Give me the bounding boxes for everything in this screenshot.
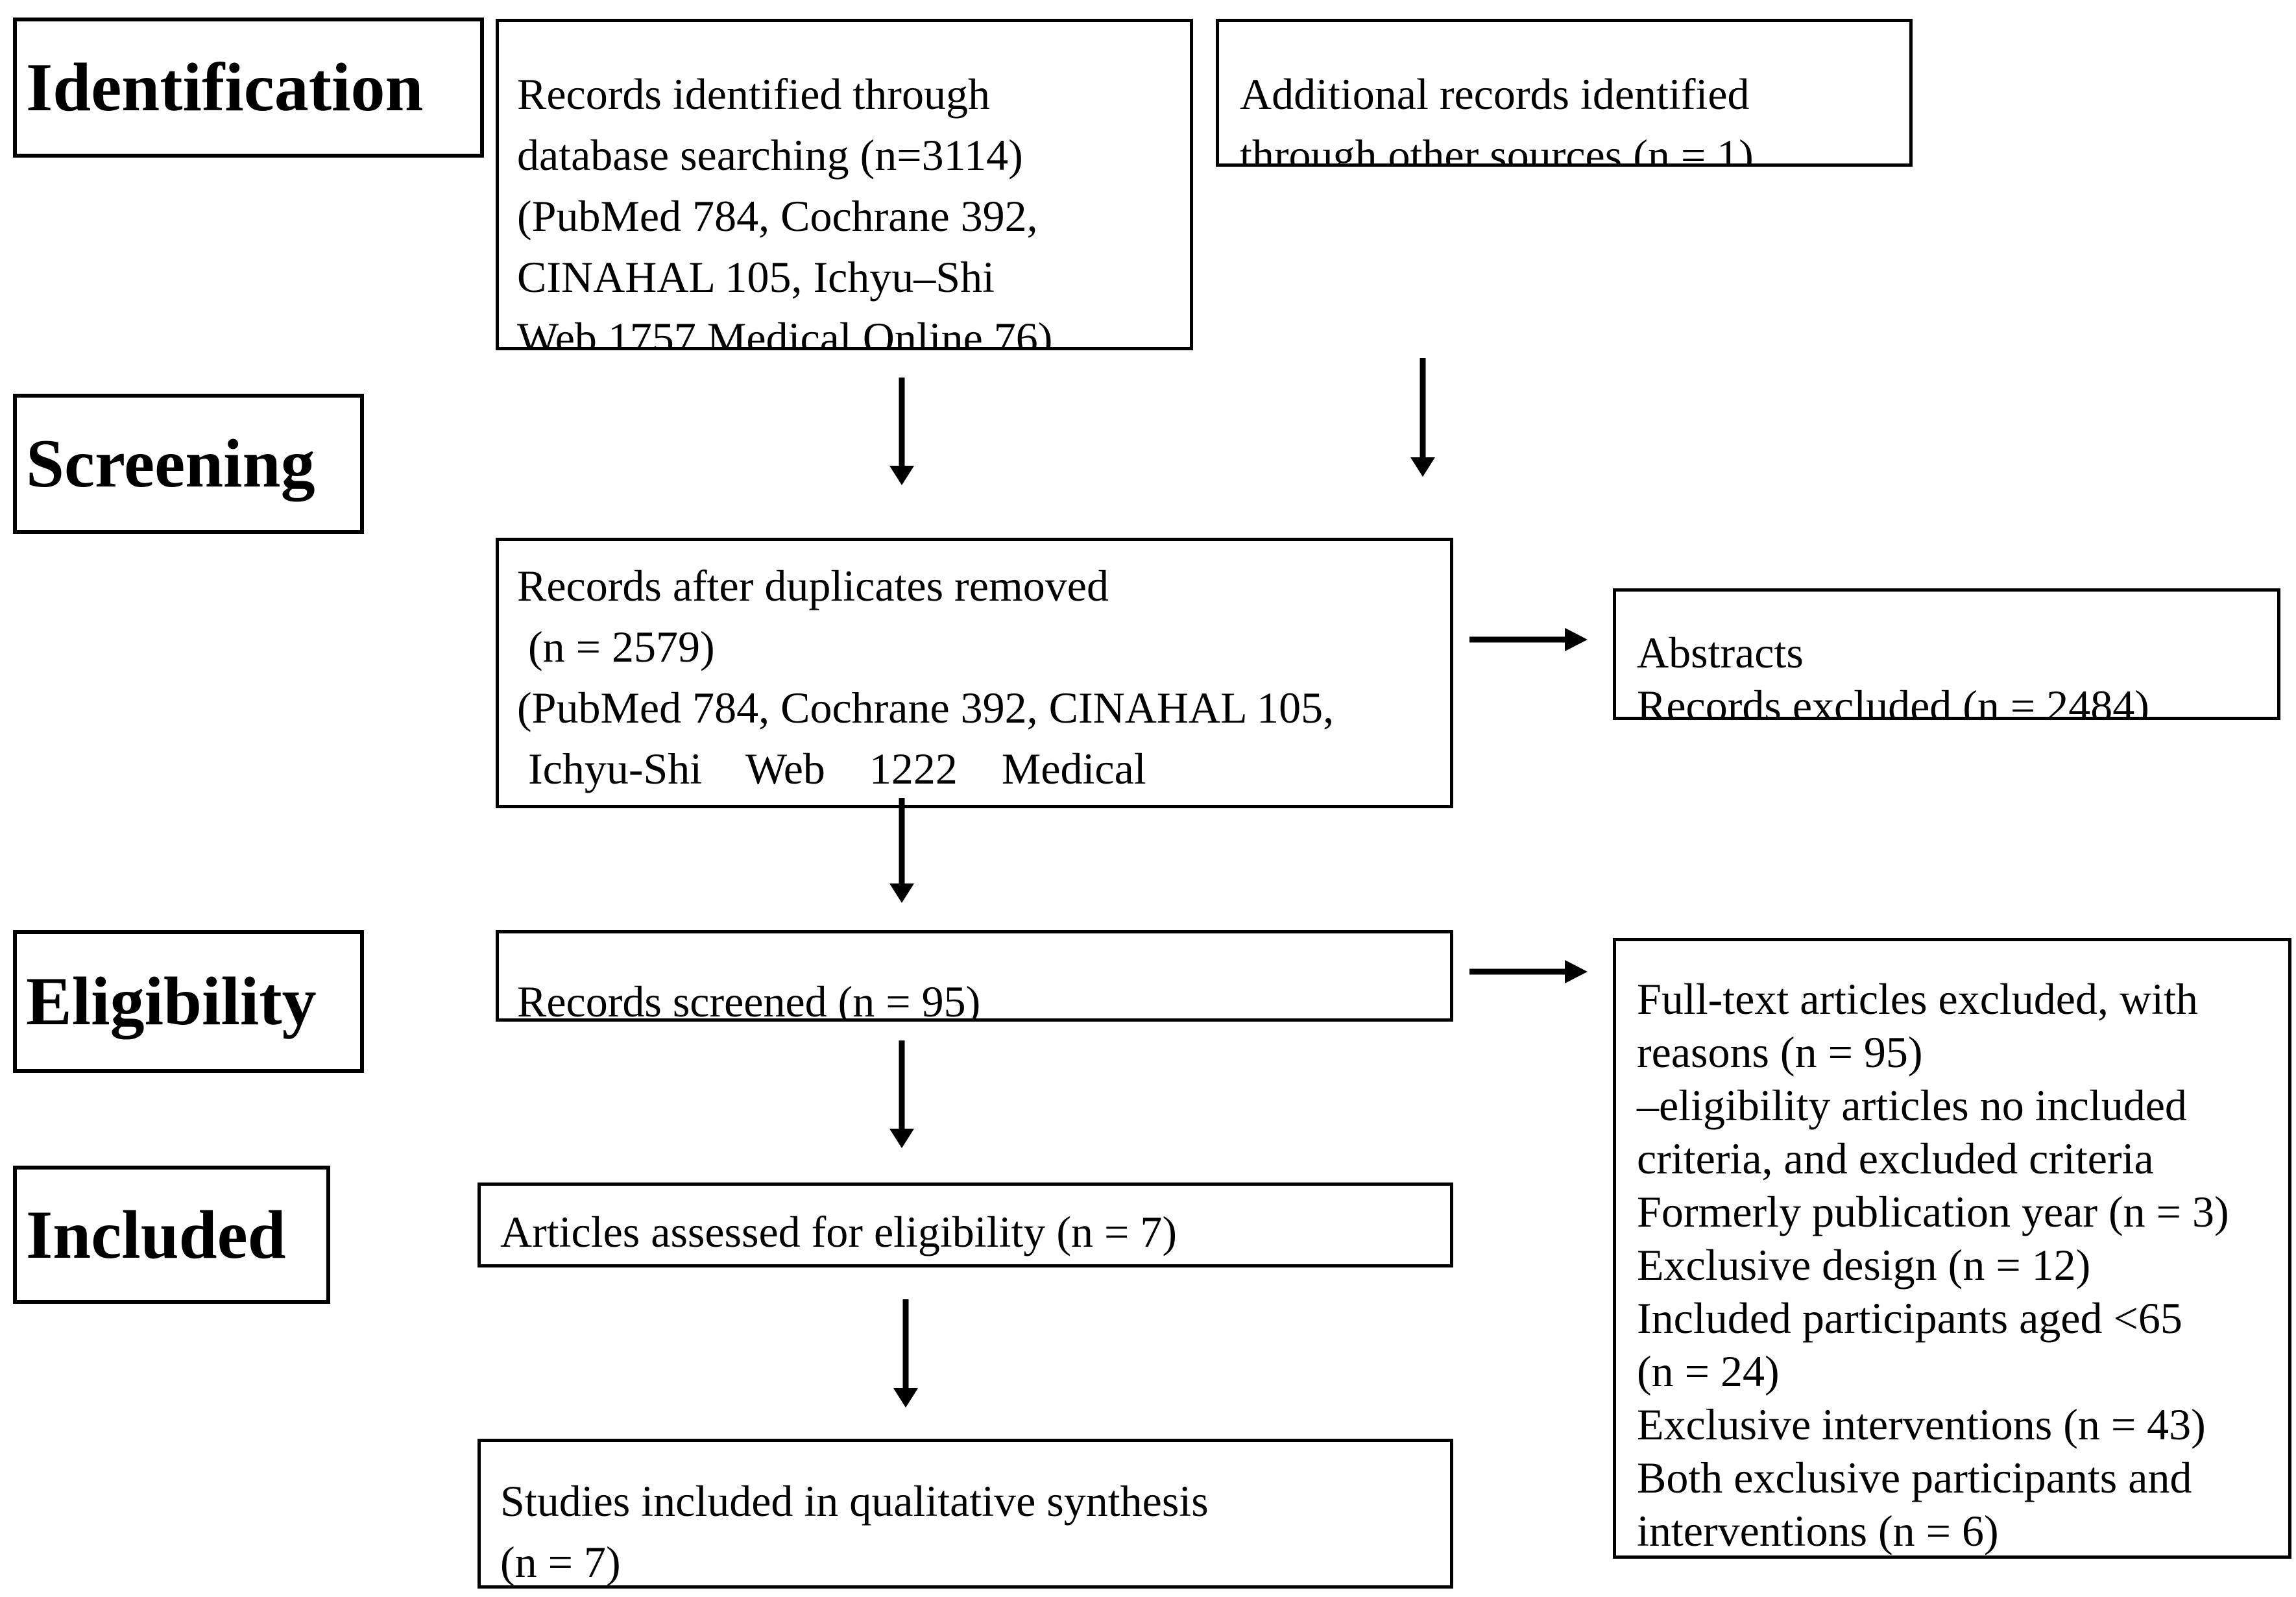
stage-eligibility: Eligibility (13, 930, 364, 1073)
fulltext-excluded-line: Formerly publication year (n = 3) (1637, 1187, 2229, 1236)
other-sources-line: through other sources (n = 1) (1240, 130, 1754, 167)
stage-identification-label: Identification (26, 49, 424, 125)
stage-included-label: Included (26, 1196, 286, 1273)
database-records-line: Web 1757 Medical Online 76) (517, 313, 1053, 350)
stage-screening: Screening (13, 394, 364, 534)
arrowhead-duplicates-to-abstracts (1565, 628, 1588, 651)
database-records-line: database searching (n=3114) (517, 130, 1023, 180)
fulltext-excluded-line: Exclusive design (n = 12) (1637, 1240, 2091, 1290)
fulltext-excluded-line: Included participants aged <65 (1637, 1293, 2182, 1343)
fulltext-excluded-line: –eligibility articles no included (1637, 1081, 2187, 1130)
arrowhead-database-to-duplicates (889, 466, 914, 485)
fulltext-excluded-box: Full-text articles excluded, with reason… (1613, 938, 2291, 1559)
studies-included-line: Studies included in qualitative synthesi… (500, 1476, 1209, 1526)
fulltext-excluded-line: (n = 24) (1637, 1347, 1780, 1396)
database-records-line: CINAHAL 105, Ichyu–Shi (517, 252, 995, 302)
arrowhead-other-to-duplicates (1410, 457, 1435, 477)
database-records-line: (PubMed 784, Cochrane 392, (517, 191, 1038, 241)
studies-included-box: Studies included in qualitative synthesi… (477, 1439, 1453, 1589)
fulltext-excluded-line: Both exclusive participants and (1637, 1453, 2192, 1502)
stage-identification: Identification (13, 18, 484, 158)
other-sources-box: Additional records identified through ot… (1216, 19, 1913, 167)
fulltext-excluded-line: criteria, and excluded criteria (1637, 1134, 2154, 1183)
studies-included-line: (n = 7) (500, 1537, 621, 1587)
other-sources-line: Additional records identified (1240, 69, 1750, 119)
fulltext-excluded-line: Full-text articles excluded, with (1637, 974, 2198, 1024)
records-screened-box: Records screened (n = 95) (496, 930, 1453, 1022)
duplicates-removed-box: Records after duplicates removed (n = 25… (496, 538, 1453, 808)
arrowhead-screened-to-assessed (889, 1129, 914, 1148)
stage-eligibility-label: Eligibility (26, 963, 317, 1039)
database-records-box: Records identified through database sear… (496, 19, 1193, 350)
abstracts-excluded-line: Records excluded (n = 2484) (1637, 681, 2149, 720)
fulltext-excluded-line: Exclusive interventions (n = 43) (1637, 1400, 2206, 1449)
database-records-line: Records identified through (517, 69, 990, 119)
abstracts-excluded-box: Abstracts Records excluded (n = 2484) (1613, 588, 2280, 720)
assessed-eligibility-line: Articles assessed for eligibility (n = 7… (500, 1207, 1178, 1256)
duplicates-removed-line: Ichyu-Shi Web 1222 Medical (517, 744, 1146, 793)
fulltext-excluded-line: reasons (n = 95) (1637, 1027, 1923, 1077)
duplicates-removed-line: (n = 2579) (517, 622, 715, 671)
fulltext-excluded-line: interventions (n = 6) (1637, 1506, 1999, 1555)
duplicates-removed-line: (PubMed 784, Cochrane 392, CINAHAL 105, (517, 683, 1335, 732)
stage-included: Included (13, 1166, 330, 1304)
arrowhead-assessed-to-included (893, 1388, 918, 1408)
arrowhead-screened-to-fulltext (1565, 960, 1588, 983)
arrowhead-duplicates-to-screened (889, 883, 914, 903)
records-screened-line: Records screened (n = 95) (517, 977, 981, 1022)
duplicates-removed-line: Records after duplicates removed (517, 561, 1109, 610)
abstracts-excluded-line: Abstracts (1637, 628, 1804, 677)
stage-screening-label: Screening (26, 426, 315, 501)
assessed-eligibility-box: Articles assessed for eligibility (n = 7… (477, 1183, 1453, 1267)
